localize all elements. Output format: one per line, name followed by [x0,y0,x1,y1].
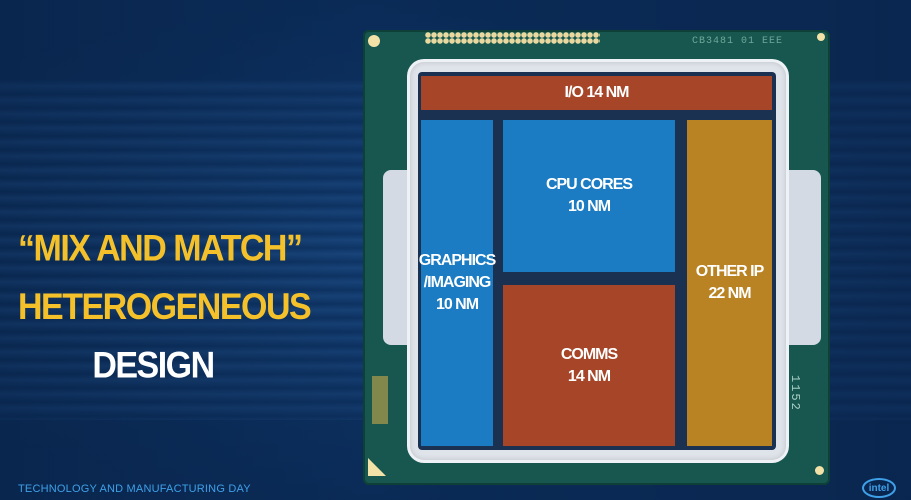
chip-corner-dot [368,35,380,47]
block-io-label: I/O 14 NM [564,84,630,101]
block-graphics-label: GRAPHICS /IMAGING 10 NM [418,252,496,313]
headline-line-1: “MIX AND MATCH” [18,227,303,270]
chip-contact-pads [425,32,600,44]
chip-number-text: 1152 [788,375,802,412]
headline-line-3: DESIGN [92,344,215,387]
heat-spreader-tab-right [781,170,821,345]
headline: “MIX AND MATCH” HETEROGENEOUS DESIGN [18,220,312,395]
block-cpu-cores: CPU CORES 10 NM [503,120,675,272]
chip-corner-dot [817,33,825,41]
block-graphics-imaging: GRAPHICS /IMAGING 10 NM [418,120,496,446]
block-comms-label: COMMS 14 NM [560,345,618,385]
headline-line-2: HETEROGENEOUS [18,286,312,328]
chip-code-text: CB3481 01 EEE [692,36,784,47]
intel-logo: intel [862,478,896,498]
block-comms: COMMS 14 NM [503,285,675,446]
footer-event-text: TECHNOLOGY AND MANUFACTURING DAY [18,483,251,495]
block-other-ip: OTHER IP 22 NM [687,120,772,446]
block-other-label: OTHER IP 22 NM [695,263,765,302]
block-cpu-label: CPU CORES 10 NM [545,176,633,215]
chip-orientation-marker [368,458,386,476]
chip-barcode [372,376,388,424]
chip-corner-dot [815,466,824,475]
block-io: I/O 14 NM [421,76,772,110]
